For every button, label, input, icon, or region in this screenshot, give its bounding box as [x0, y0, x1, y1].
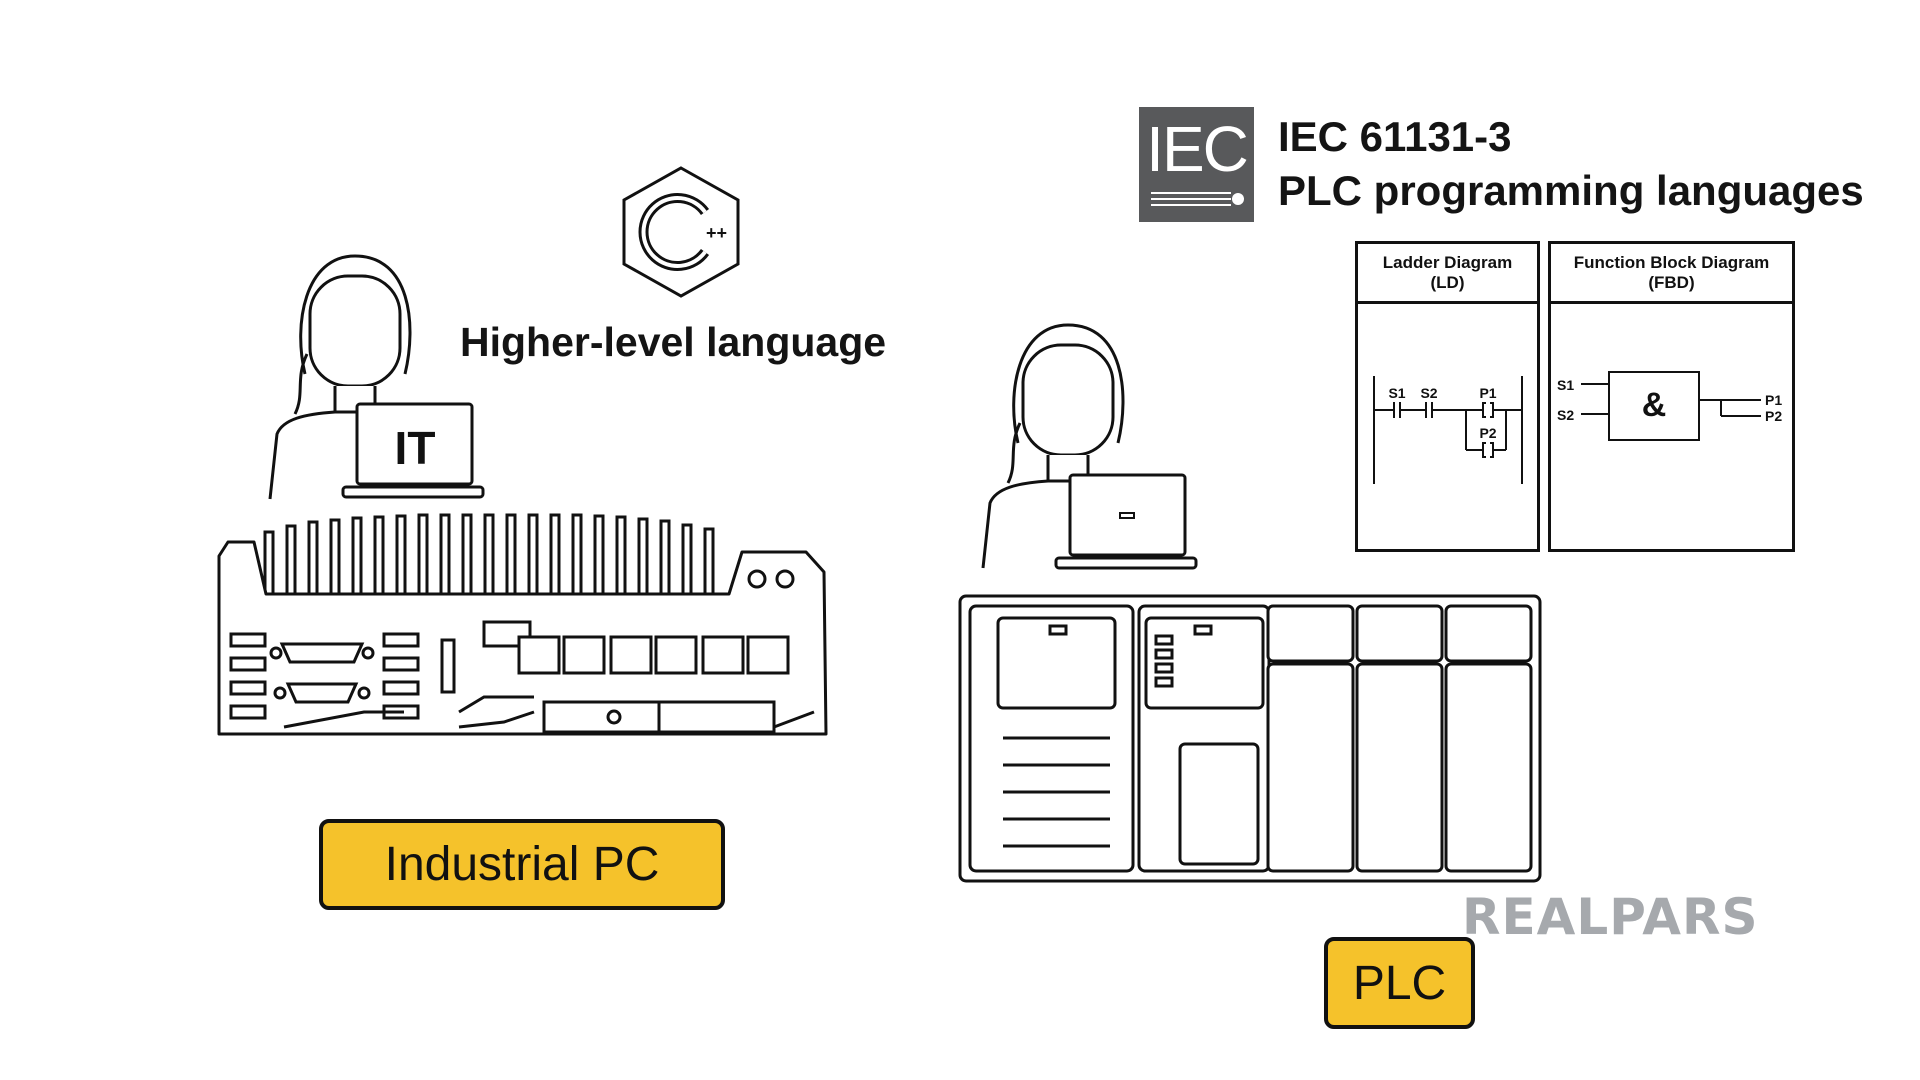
cpp-logo-icon: ++	[622, 166, 740, 298]
fbd-s2: S2	[1557, 407, 1574, 423]
ld-s2: S2	[1420, 385, 1437, 401]
cpp-plus-text: ++	[706, 223, 727, 243]
fbd-drawing: S1 S2 & P1 P2	[1557, 371, 1782, 441]
plc-rack-icon	[958, 594, 1542, 883]
it-laptop-label: IT	[395, 422, 436, 474]
iec-logo-icon: IEC	[1139, 107, 1254, 222]
iec-logo-text: IEC	[1146, 113, 1249, 185]
function-block-diagram-panel: Function Block Diagram (FBD) S1 S2 & P1 …	[1548, 241, 1795, 552]
ld-p1: P1	[1479, 385, 1496, 401]
industrial-pc-icon	[217, 513, 828, 736]
ladder-diagram-drawing: S1 S2 P1 P2	[1373, 376, 1523, 484]
it-person-icon: IT	[268, 254, 485, 500]
industrial-pc-label: Industrial PC	[319, 819, 725, 910]
ld-s1: S1	[1388, 385, 1405, 401]
fbd-abbr: (FBD)	[1648, 272, 1695, 292]
ladder-diagram-abbr: (LD)	[1430, 272, 1465, 292]
fbd-p2: P2	[1765, 408, 1782, 424]
higher-level-language-heading: Higher-level language	[460, 319, 887, 365]
fbd-title: Function Block Diagram	[1573, 252, 1770, 272]
ld-p2: P2	[1479, 425, 1496, 441]
realpars-watermark: REALPARS	[1462, 888, 1759, 946]
fbd-p1: P1	[1765, 392, 1782, 408]
ladder-diagram-panel: Ladder Diagram (LD) S1 S2 P1 P2	[1355, 241, 1540, 552]
iec-standard-title: IEC 61131-3	[1278, 113, 1512, 160]
iec-subtitle: PLC programming languages	[1278, 167, 1864, 214]
ladder-diagram-title: Ladder Diagram	[1382, 252, 1513, 272]
plc-person-icon	[981, 323, 1198, 570]
plc-label: PLC	[1324, 937, 1475, 1029]
fbd-header: Function Block Diagram (FBD)	[1551, 244, 1792, 304]
ladder-diagram-header: Ladder Diagram (LD)	[1358, 244, 1537, 304]
fbd-and-operator: &	[1642, 386, 1667, 424]
fbd-s1: S1	[1557, 377, 1574, 393]
